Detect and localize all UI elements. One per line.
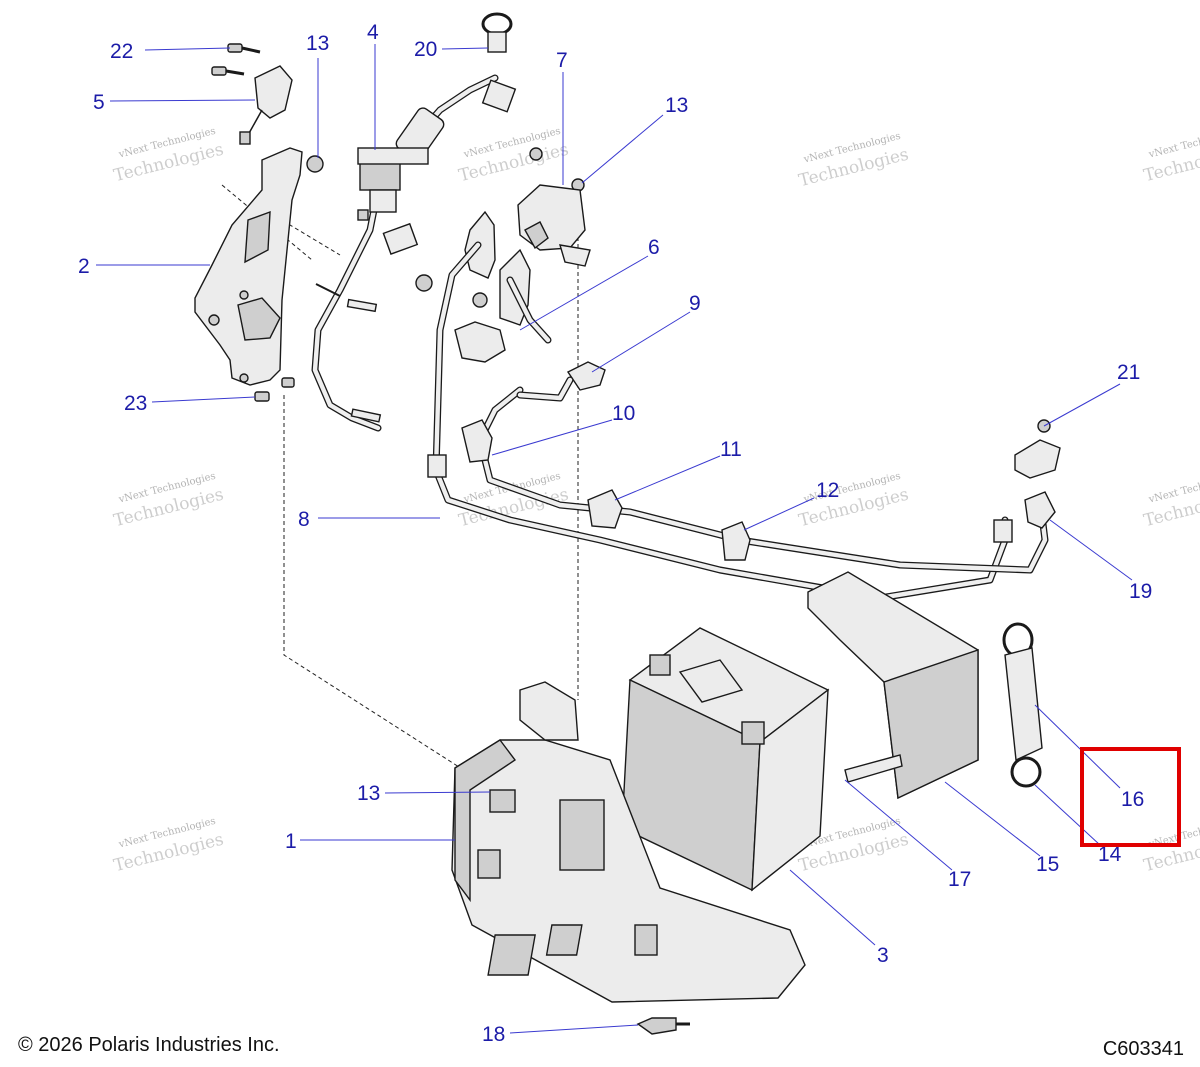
battery-tray [451, 681, 806, 1003]
nut-13-top [306, 155, 324, 173]
figure-code: C603341 [1102, 1038, 1184, 1060]
callout-11: 11 [720, 438, 742, 461]
clip-11 [587, 489, 623, 529]
bolt-22 [227, 43, 243, 53]
battery [621, 627, 830, 892]
ring-terminal-lug [516, 361, 606, 402]
callout-13-relay: 13 [665, 94, 688, 117]
bolt-18 [636, 1017, 690, 1035]
callout-6: 6 [648, 236, 660, 259]
callout-21: 21 [1117, 361, 1140, 384]
cable-clips [461, 419, 751, 561]
copyright-notice: © 2026 Polaris Industries Inc. [18, 1034, 280, 1056]
relay-solenoid [517, 184, 591, 267]
callout-15: 15 [1036, 853, 1059, 876]
callout-20: 20 [414, 38, 437, 61]
upper-bracket-plate [194, 147, 303, 386]
clip-12 [721, 521, 751, 561]
terminal-boots [454, 210, 531, 363]
callout-23: 23 [124, 392, 147, 415]
callout-16: 16 [1121, 788, 1144, 811]
battery-shield [807, 571, 979, 800]
callout-10: 10 [612, 402, 635, 425]
callout-14: 14 [1098, 843, 1122, 866]
callout-1: 1 [285, 830, 297, 853]
cable-loop-clip [481, 12, 513, 53]
clip-10 [461, 419, 493, 463]
rod [844, 754, 903, 783]
callout-labels: 22 5 13 4 20 7 13 2 6 9 23 10 11 12 8 21… [78, 21, 1152, 1046]
battery-strap [1002, 622, 1043, 788]
callout-2: 2 [78, 255, 90, 278]
callout-17: 17 [948, 868, 971, 891]
callout-12: 12 [816, 479, 839, 502]
bolt-23 [254, 391, 270, 402]
highlight-box [1080, 747, 1181, 847]
callout-3: 3 [877, 944, 889, 967]
callout-4: 4 [367, 21, 379, 44]
upper-wire-harness [311, 74, 517, 432]
callout-13-tray: 13 [357, 782, 380, 805]
callout-8: 8 [298, 508, 310, 531]
callout-18: 18 [482, 1023, 505, 1046]
callout-5: 5 [93, 91, 105, 114]
callout-9: 9 [689, 292, 701, 315]
callout-7: 7 [556, 49, 568, 72]
callout-13-top: 13 [306, 32, 329, 55]
callout-22: 22 [110, 40, 133, 63]
sensor-bracket [239, 65, 293, 145]
callout-19: 19 [1129, 580, 1152, 603]
leader-lines [96, 44, 1133, 1034]
right-terminal-ends [1014, 439, 1061, 529]
